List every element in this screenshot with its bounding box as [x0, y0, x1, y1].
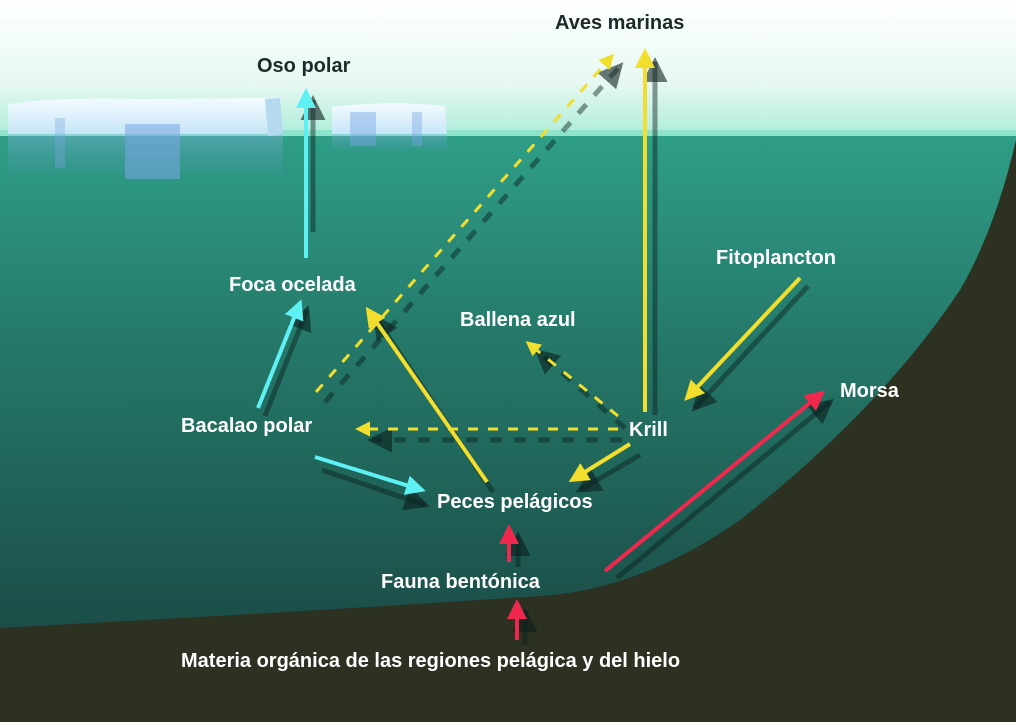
water-surface	[0, 130, 1016, 136]
label-benthic-fauna: Fauna bentónica	[381, 571, 540, 593]
arrow-cod-to-seabirds	[314, 53, 614, 393]
label-polar-cod: Bacalao polar	[181, 415, 313, 437]
label-ringed-seal: Foca ocelada	[229, 274, 356, 296]
label-walrus: Morsa	[840, 380, 899, 402]
label-krill: Krill	[629, 419, 668, 441]
arrow-benthic-to-walrus	[603, 390, 826, 573]
label-polar-bear: Oso polar	[257, 55, 351, 77]
arrow-cod-to-pelagic-fish	[314, 455, 426, 495]
arrow-krill-to-pelagic-fish	[568, 442, 632, 483]
label-organic-matter: Materia orgánica de las regiones pelágic…	[181, 650, 681, 672]
seafloor	[0, 140, 1016, 722]
ice-floe-left	[8, 98, 283, 179]
arrow-phytoplankton-to-krill	[684, 276, 802, 401]
ice-floe-right	[332, 103, 447, 150]
label-pelagic-fish: Peces pelágicos	[437, 491, 593, 513]
arrow-cod-to-seal	[256, 299, 304, 409]
label-seabirds: Aves marinas	[555, 12, 685, 34]
label-phytoplankton: Fitoplancton	[716, 247, 836, 269]
label-blue-whale: Ballena azul	[460, 309, 576, 331]
arrow-pelagic-fish-to-seal	[365, 306, 489, 484]
